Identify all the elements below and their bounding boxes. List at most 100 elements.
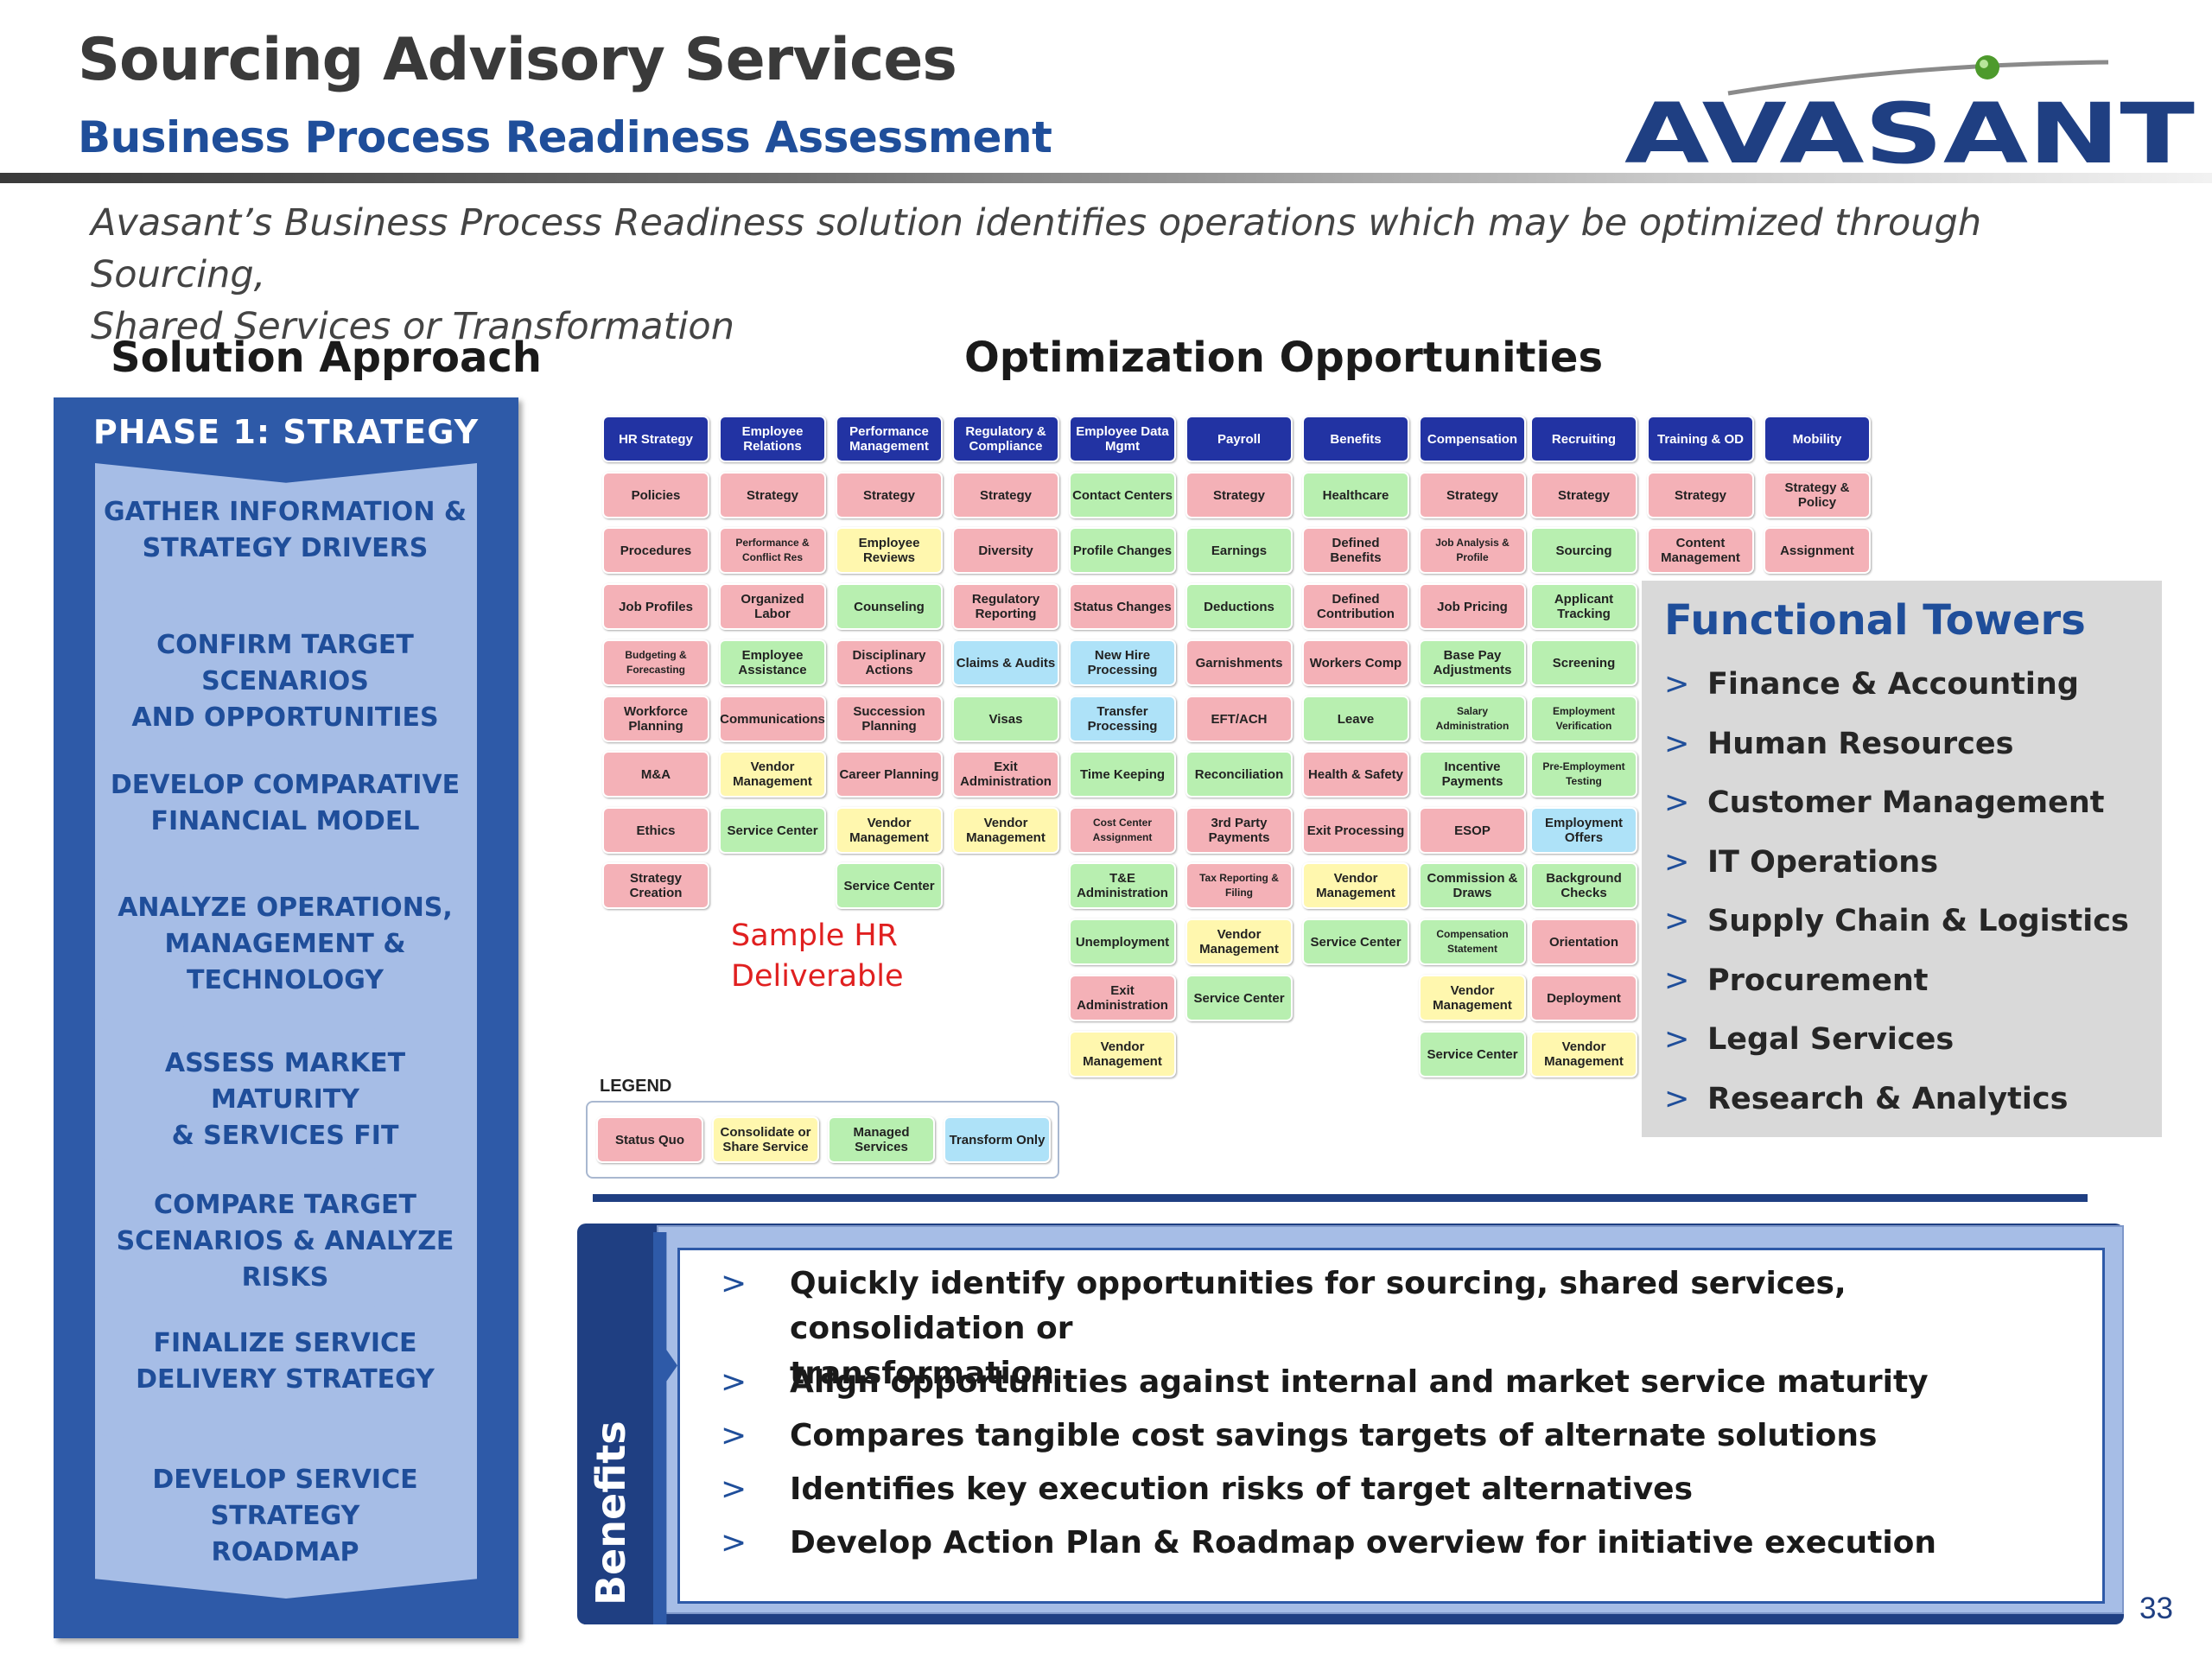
phase-step-label-2: CONFIRM TARGET SCENARIOS AND OPPORTUNITIE…: [86, 627, 484, 736]
tower-item-finance-and-accounting: >Finance & Accounting: [1664, 667, 2079, 702]
column-header-recruiting: Recruiting: [1530, 416, 1637, 462]
opportunity-cell-vendor-management: Vendor Management: [952, 807, 1059, 854]
tower-label: Research & Analytics: [1707, 1081, 2069, 1116]
opportunity-cell-defined-benefits: Defined Benefits: [1302, 527, 1409, 574]
phase-step-3: [95, 740, 477, 904]
tower-label: Customer Management: [1707, 785, 2105, 820]
opportunity-cell-garnishments: Garnishments: [1185, 639, 1293, 686]
opportunity-cell-esop: ESOP: [1419, 807, 1526, 854]
phase-step-5: [95, 1018, 477, 1182]
phase-step-line: ASSESS MARKET MATURITY: [164, 1048, 406, 1115]
column-header-benefits: Benefits: [1302, 416, 1409, 462]
opportunity-cell-profile-changes: Profile Changes: [1069, 527, 1176, 574]
tower-item-procurement: > Procurement: [1664, 963, 1928, 998]
opportunity-cell-3rd-party-payments: 3rd Party Payments: [1185, 807, 1293, 854]
functional-towers-panel: Functional Towers >Finance & Accounting >…: [1642, 581, 2162, 1137]
opportunity-cell-unemployment: Unemployment: [1069, 918, 1176, 965]
column-header-employee-relations: Employee Relations: [719, 416, 826, 462]
benefit-line: Develop Action Plan & Roadmap overview f…: [790, 1525, 1937, 1560]
chevron-right-icon: >: [1664, 1022, 1690, 1057]
opportunity-cell-new-hire-processing: New Hire Processing: [1069, 639, 1176, 686]
column-header-performance-management: Performance Management: [836, 416, 943, 462]
column-header-mobility: Mobility: [1764, 416, 1871, 462]
sample-hr-deliverable: Sample HR Deliverable: [731, 916, 904, 997]
benefit-line: Identifies key execution risks of target…: [790, 1471, 1694, 1507]
benefit-item-2: >Align opportunities against internal an…: [721, 1360, 2069, 1405]
phase-step-line: CONFIRM TARGET SCENARIOS: [156, 630, 414, 696]
legend-item-managed-services: Managed Services: [828, 1116, 935, 1163]
opportunity-cell-exit-processing: Exit Processing: [1302, 807, 1409, 854]
opportunity-cell-leave: Leave: [1302, 696, 1409, 742]
opportunity-cell-manda: M&A: [602, 751, 709, 798]
benefit-text: Quickly identify opportunities for sourc…: [790, 1262, 2069, 1396]
phase-step-label-5: ASSESS MARKET MATURITY & SERVICES FIT: [86, 1046, 484, 1154]
opportunity-cell-assignment: Assignment: [1764, 527, 1871, 574]
opportunity-cell-strategy-creation: Strategy Creation: [602, 862, 709, 909]
opportunity-cell-contact-centers: Contact Centers: [1069, 472, 1176, 518]
opportunity-cell-service-center: Service Center: [836, 862, 943, 909]
phase-step-1: [95, 463, 477, 627]
column-header-payroll: Payroll: [1185, 416, 1293, 462]
benefit-line: Align opportunities against internal and…: [790, 1364, 1929, 1400]
opportunity-cell-vendor-management: Vendor Management: [1530, 1031, 1637, 1077]
opportunity-cell-workforce-planning: Workforce Planning: [602, 696, 709, 742]
phase-step-line: ANALYZE OPERATIONS,: [118, 893, 453, 923]
tower-label: Procurement: [1707, 963, 1929, 998]
tower-item-it-operations: >IT Operations: [1664, 845, 1938, 880]
column-header-hr-strategy: HR Strategy: [602, 416, 709, 462]
chevron-right-icon: >: [721, 1418, 747, 1453]
opportunity-cell-vendor-management: Vendor Management: [1419, 975, 1526, 1021]
page-number: 33: [2139, 1592, 2173, 1625]
chevron-right-icon: >: [1664, 904, 1690, 938]
tagline-line-1: Avasant’s Business Process Readiness sol…: [91, 201, 1982, 296]
opportunity-cell-strategy: Strategy: [1419, 472, 1526, 518]
phase-step-label-1: GATHER INFORMATION &STRATEGY DRIVERS: [86, 494, 484, 567]
chevron-right-icon: >: [1664, 963, 1690, 998]
opportunity-cell-claims-and-audits: Claims & Audits: [952, 639, 1059, 686]
phase-title: PHASE 1: STRATEGY: [92, 413, 480, 451]
opportunity-cell-strategy: Strategy: [836, 472, 943, 518]
chevron-right-icon: >: [721, 1525, 747, 1560]
section-divider: [593, 1194, 2088, 1202]
opportunity-cell-content-management: Content Management: [1647, 527, 1754, 574]
phase-step-line: TECHNOLOGY: [187, 965, 384, 995]
functional-towers-title: Functional Towers: [1664, 596, 2086, 645]
opportunity-cell-procedures: Procedures: [602, 527, 709, 574]
phase-step-6: [95, 1158, 477, 1322]
sample-line-2: Deliverable: [731, 959, 904, 994]
benefit-line: Compares tangible cost savings targets o…: [790, 1418, 1878, 1453]
phase-step-2: [95, 600, 477, 764]
legend-title: LEGEND: [600, 1077, 672, 1096]
tower-label: Human Resources: [1707, 726, 2014, 761]
phase-step-7: [95, 1296, 477, 1460]
opportunity-cell-reconciliation: Reconciliation: [1185, 751, 1293, 798]
opportunity-cell-job-analysis-and-profile: Job Analysis & Profile: [1419, 527, 1526, 574]
opportunity-cell-compensation-statement: Compensation Statement: [1419, 918, 1526, 965]
phase-step-line: AND OPPORTUNITIES: [131, 702, 439, 733]
tower-label: IT Operations: [1707, 844, 1939, 880]
tower-item-legal-services: >Legal Services: [1664, 1022, 1954, 1057]
opportunity-cell-exit-administration: Exit Administration: [1069, 975, 1176, 1021]
phase-step-line: ROADMAP: [211, 1537, 359, 1567]
opportunity-cell-eft-ach: EFT/ACH: [1185, 696, 1293, 742]
chevron-right-icon: >: [1664, 1081, 1690, 1116]
opportunity-cell-job-profiles: Job Profiles: [602, 583, 709, 630]
opportunity-cell-vendor-management: Vendor Management: [1302, 862, 1409, 909]
opportunity-cell-background-checks: Background Checks: [1530, 862, 1637, 909]
opportunity-cell-tax-reporting-and-filing: Tax Reporting & Filing: [1185, 862, 1293, 909]
opportunity-cell-deployment: Deployment: [1530, 975, 1637, 1021]
opportunity-cell-earnings: Earnings: [1185, 527, 1293, 574]
chevron-right-icon: >: [1664, 726, 1690, 761]
tagline: Avasant’s Business Process Readiness sol…: [91, 197, 2078, 353]
opportunity-cell-screening: Screening: [1530, 639, 1637, 686]
column-header-training-and-od: Training & OD: [1647, 416, 1754, 462]
page-title: Sourcing Advisory Services: [78, 26, 957, 94]
phase-step-line: DELIVERY STRATEGY: [136, 1364, 435, 1395]
phase-step-line: & SERVICES FIT: [171, 1121, 399, 1151]
solution-approach-title: Solution Approach: [111, 334, 542, 382]
opportunity-cell-policies: Policies: [602, 472, 709, 518]
opportunity-cell-service-center: Service Center: [1419, 1031, 1526, 1077]
